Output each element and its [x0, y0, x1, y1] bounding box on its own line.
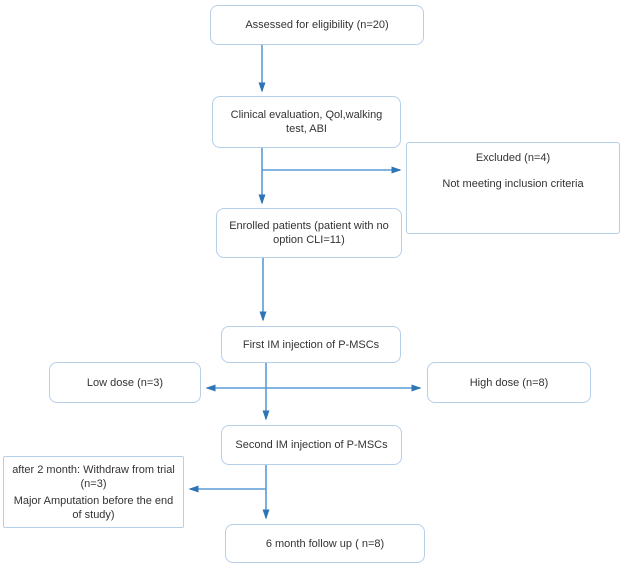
flow-box-high-dose: High dose (n=8) [427, 362, 591, 403]
flow-box-enrolled: Enrolled patients (patient with no optio… [216, 208, 402, 258]
flow-box-followup: 6 month follow up ( n=8) [225, 524, 425, 563]
flow-box-first-injection: First IM injection of P-MSCs [221, 326, 401, 363]
flow-box-withdraw: after 2 month: Withdraw from trial (n=3)… [3, 456, 184, 528]
flow-box-first-injection-label: First IM injection of P-MSCs [242, 338, 380, 351]
flow-box-withdraw-line4: of study) [72, 508, 115, 521]
flow-box-clinical-evaluation: Clinical evaluation, Qol,walking test, A… [212, 96, 401, 148]
flow-box-followup-label: 6 month follow up ( n=8) [265, 537, 385, 550]
flow-box-high-dose-label: High dose (n=8) [469, 376, 549, 389]
flow-box-clinical-evaluation-line1: Clinical evaluation, Qol,walking [230, 109, 383, 121]
flow-box-low-dose: Low dose (n=3) [49, 362, 201, 403]
flow-box-assessed: Assessed for eligibility (n=20) [210, 5, 424, 45]
flow-box-withdraw-line1: after 2 month: Withdraw from trial [12, 463, 175, 476]
flow-box-assessed-label: Assessed for eligibility (n=20) [245, 19, 389, 31]
flow-box-excluded: Excluded (n=4) Not meeting inclusion cri… [406, 142, 620, 234]
flow-box-low-dose-label: Low dose (n=3) [86, 376, 164, 389]
flow-box-withdraw-line2: (n=3) [80, 477, 107, 490]
flow-box-excluded-line1: Excluded (n=4) [475, 152, 551, 164]
flow-box-second-injection: Second IM injection of P-MSCs [221, 425, 402, 465]
flow-box-excluded-line2: Not meeting inclusion criteria [442, 178, 584, 190]
flow-box-clinical-evaluation-line2: test, ABI [286, 123, 327, 135]
flow-box-enrolled-line1: Enrolled patients (patient with no [229, 220, 389, 232]
flow-box-second-injection-label: Second IM injection of P-MSCs [235, 439, 388, 451]
flow-box-enrolled-line2: option CLI=11) [273, 234, 345, 246]
flow-box-withdraw-line3: Major Amputation before the end [13, 494, 174, 507]
